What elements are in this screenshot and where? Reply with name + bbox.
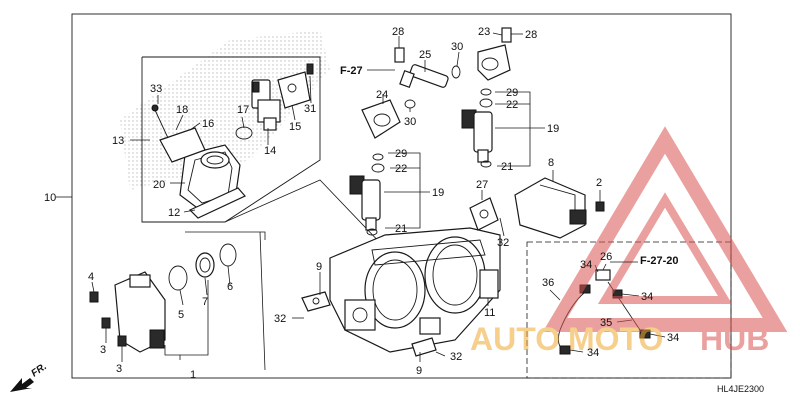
label-9-lower: 9 (416, 365, 422, 377)
label-34-c: 34 (667, 332, 679, 344)
label-17: 17 (237, 104, 249, 116)
seal-16 (159, 127, 206, 163)
label-1: 1 (190, 369, 196, 381)
label-10: 10 (44, 192, 56, 204)
label-4: 4 (88, 271, 94, 283)
fuel-joint-23 (477, 44, 511, 81)
label-25: 25 (419, 49, 431, 61)
front-direction-arrow: FR. (10, 361, 49, 392)
bracket-9-upper (301, 291, 331, 312)
outer-frame (71, 13, 732, 379)
label-22-lower: 22 (395, 163, 407, 175)
label-5: 5 (178, 309, 184, 321)
watermark-text-hub: HUB (700, 321, 769, 357)
label-32-left: 32 (274, 313, 286, 325)
oring-5 (168, 265, 188, 291)
sensor-8 (514, 177, 587, 239)
label-33: 33 (150, 83, 162, 95)
label-34-d: 34 (587, 347, 599, 359)
watermark-logo: AUTO MOTO HUB (470, 126, 788, 357)
connector-line (224, 179, 386, 249)
ref-f27: F-27 (340, 65, 363, 77)
ref-f27-20: F-27-20 (640, 255, 679, 267)
washers-29-22 (366, 88, 493, 236)
label-35: 35 (600, 317, 612, 329)
label-12: 12 (168, 207, 180, 219)
label-19-lower: 19 (432, 187, 444, 199)
part-labels: 10 13 33 18 16 20 12 17 14 15 31 28 25 3… (44, 26, 679, 381)
label-21-upper: 21 (501, 161, 513, 173)
label-24: 24 (376, 89, 388, 101)
label-28-right: 28 (525, 29, 537, 41)
fr-label: FR. (29, 361, 49, 379)
label-3-left: 3 (100, 344, 106, 356)
label-16: 16 (202, 118, 214, 130)
fuel-pipe-25 (399, 64, 449, 89)
label-7: 7 (202, 296, 208, 308)
seal-7 (195, 252, 215, 278)
label-18: 18 (176, 104, 188, 116)
label-34-a: 34 (580, 259, 592, 271)
label-36: 36 (542, 277, 554, 289)
label-32-bottom: 32 (450, 351, 462, 363)
label-3-right: 3 (116, 363, 122, 375)
inset-box (526, 241, 732, 379)
sensor-14 (251, 79, 281, 131)
injector-19-upper (461, 109, 493, 163)
label-22-upper: 22 (506, 99, 518, 111)
throttle-body (329, 227, 501, 353)
label-34-b: 34 (641, 291, 653, 303)
connector-line (185, 231, 266, 240)
injector-19-lower (349, 175, 381, 231)
label-28-left: 28 (392, 26, 404, 38)
screw-2 (595, 201, 605, 212)
label-19-upper: 19 (547, 123, 559, 135)
label-29-lower: 29 (395, 148, 407, 160)
watermark-text-auto: AUTO (470, 321, 560, 357)
label-27: 27 (476, 179, 488, 191)
bracket-27 (469, 197, 499, 231)
connector-line (259, 231, 266, 371)
fuel-joint-24 (361, 99, 401, 139)
label-23: 23 (478, 26, 490, 38)
leader-lines (56, 32, 666, 362)
watermark-text-moto: MOTO (568, 321, 663, 357)
label-8: 8 (548, 157, 554, 169)
label-15: 15 (289, 121, 301, 133)
label-30-bottom: 30 (404, 116, 416, 128)
label-13: 13 (112, 135, 124, 147)
label-31: 31 (304, 103, 316, 115)
label-6: 6 (227, 281, 233, 293)
label-30-top: 30 (451, 41, 463, 53)
label-32-right: 32 (497, 237, 509, 249)
label-26: 26 (600, 251, 612, 263)
label-11: 11 (484, 307, 495, 319)
subassembly-box (141, 56, 321, 223)
label-2: 2 (596, 177, 602, 189)
screw-31 (306, 63, 314, 75)
gasket-12 (188, 187, 246, 219)
iacv-1 (114, 271, 166, 353)
bracket-9-lower (411, 337, 437, 357)
oring-6 (219, 243, 237, 267)
screw-33 (151, 104, 169, 139)
label-21-lower: 21 (395, 223, 407, 235)
label-14: 14 (264, 145, 276, 157)
diagram-code: HL4JE2300 (717, 384, 764, 394)
label-9-upper: 9 (316, 261, 322, 273)
cover-15 (277, 71, 311, 109)
label-20: 20 (153, 179, 165, 191)
label-29-upper: 29 (506, 87, 518, 99)
